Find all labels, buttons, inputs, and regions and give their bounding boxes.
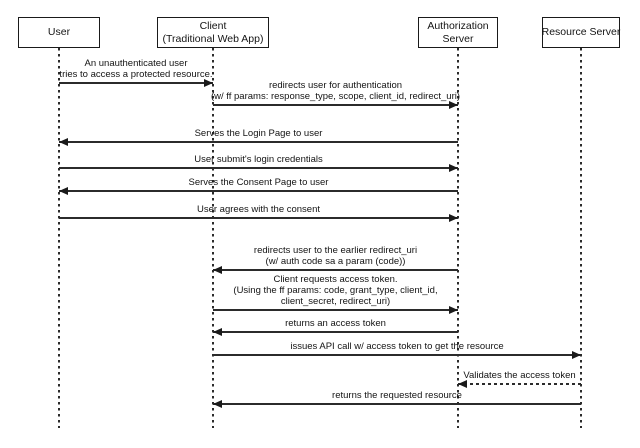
message-line-10 <box>213 354 581 356</box>
message-label-6: User agrees with the consent <box>197 204 320 215</box>
message-label-4-line-1: User submit's login credentials <box>194 154 323 165</box>
actor-box-resource-server: Resource Server <box>542 17 620 48</box>
message-label-11-line-1: Validates the access token <box>463 370 576 381</box>
message-label-12-line-1: returns the requested resource <box>332 390 462 401</box>
message-label-1-line-1: An unauthenticated user <box>84 58 188 69</box>
arrowhead-icon <box>58 137 68 146</box>
message-line-4 <box>59 167 458 169</box>
message-label-8: Client requests access token.(Using the … <box>233 274 437 307</box>
message-label-8-line-2: (Using the ff params: code, grant_type, … <box>233 285 438 296</box>
arrowhead-icon <box>449 100 458 109</box>
lifeline-resource-server <box>580 48 582 428</box>
lifeline-user <box>58 48 60 428</box>
message-line-12 <box>213 403 581 405</box>
message-label-6-line-1: User agrees with the consent <box>196 204 321 215</box>
message-label-3: Serves the Login Page to user <box>195 128 323 139</box>
message-label-8-line-3: client_secret, redirect_uri) <box>280 296 391 307</box>
arrowhead-icon <box>212 399 222 408</box>
arrowhead-icon <box>204 78 213 87</box>
message-line-9 <box>213 331 458 333</box>
message-label-2-line-1: redirects user for authentication <box>268 80 403 91</box>
message-label-12: returns the requested resource <box>332 390 462 401</box>
message-label-8-line-1: Client requests access token. <box>273 274 398 285</box>
message-line-1 <box>59 82 213 84</box>
actor-label-client-line-1: Client <box>199 20 227 32</box>
arrowhead-icon <box>449 305 458 314</box>
actor-label-client-line-2: (Traditional Web App) <box>162 32 264 45</box>
arrowhead-icon <box>572 350 581 359</box>
arrowhead-icon <box>457 379 467 388</box>
message-label-9-line-1: returns an access token <box>285 318 386 329</box>
message-label-10: issues API call w/ access token to get t… <box>290 341 503 352</box>
arrowhead-icon <box>449 213 458 222</box>
message-line-8 <box>213 309 458 311</box>
message-label-7-line-1: redirects user to the earlier redirect_u… <box>253 245 418 256</box>
actor-label-authorization-server-line-1: Authorization <box>427 20 489 32</box>
message-label-5: Serves the Consent Page to user <box>189 177 329 188</box>
message-label-2-line-2: (w/ ff params: response_type, scope, cli… <box>210 91 461 102</box>
message-label-11: Validates the access token <box>463 370 575 381</box>
message-line-7 <box>213 269 458 271</box>
arrowhead-icon <box>212 265 222 274</box>
message-line-3 <box>59 141 458 143</box>
message-label-4: User submit's login credentials <box>194 154 323 165</box>
message-line-6 <box>59 217 458 219</box>
message-label-3-line-1: Serves the Login Page to user <box>194 128 323 139</box>
message-line-5 <box>59 190 458 192</box>
actor-box-client: Client(Traditional Web App) <box>157 17 269 48</box>
message-line-11 <box>458 383 581 385</box>
actor-box-user: User <box>18 17 100 48</box>
message-label-1-line-2: tries to access a protected resource. <box>59 69 213 80</box>
message-label-7-line-2: (w/ auth code sa a param (code)) <box>265 256 406 267</box>
message-label-5-line-1: Serves the Consent Page to user <box>188 177 329 188</box>
actor-label-resource-server-line-1: Resource Server <box>541 26 621 39</box>
message-label-10-line-1: issues API call w/ access token to get t… <box>290 341 504 352</box>
message-label-9: returns an access token <box>285 318 386 329</box>
message-label-7: redirects user to the earlier redirect_u… <box>254 245 417 267</box>
arrowhead-icon <box>212 327 222 336</box>
message-line-2 <box>213 104 458 106</box>
lifeline-authorization-server <box>457 48 459 428</box>
arrowhead-icon <box>58 186 68 195</box>
actor-label-user-line-1: User <box>47 26 71 39</box>
message-label-2: redirects user for authentication(w/ ff … <box>211 80 460 102</box>
actor-label-authorization-server-line-2: Server <box>442 32 474 45</box>
lifeline-client <box>212 48 214 428</box>
arrowhead-icon <box>449 163 458 172</box>
